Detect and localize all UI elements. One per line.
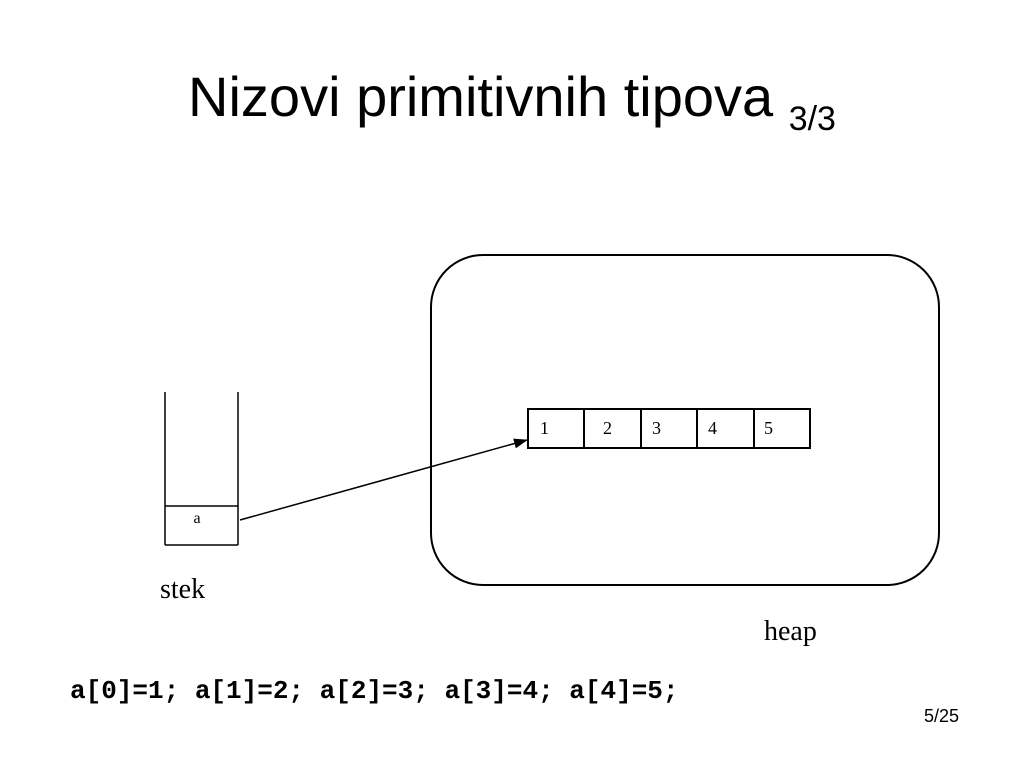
heap-array-outline	[527, 408, 811, 449]
reference-arrow	[239, 438, 528, 521]
array-cell-value: 1	[540, 418, 549, 438]
slide-title-text: Nizovi primitivnih tipova	[188, 65, 774, 128]
stack-label: stek	[160, 574, 205, 605]
heap-array: 1 2 3 4 5	[527, 408, 811, 449]
heap-region	[430, 254, 940, 586]
stack-cell-label: a	[193, 510, 200, 527]
array-cell-value: 2	[603, 418, 612, 438]
stack: a	[164, 392, 239, 546]
code-statement: a[0]=1; a[1]=2; a[2]=3; a[3]=4; a[4]=5;	[70, 676, 679, 706]
array-cell-value: 3	[652, 418, 661, 438]
array-cell-value: 5	[764, 418, 773, 438]
slide-title-suffix: 3/3	[788, 100, 836, 138]
heap-label: heap	[764, 616, 817, 647]
page-number: 5/25	[924, 706, 960, 726]
slide-title: Nizovi primitivnih tipova 3/3	[0, 62, 1024, 140]
array-cell-value: 4	[708, 418, 717, 438]
